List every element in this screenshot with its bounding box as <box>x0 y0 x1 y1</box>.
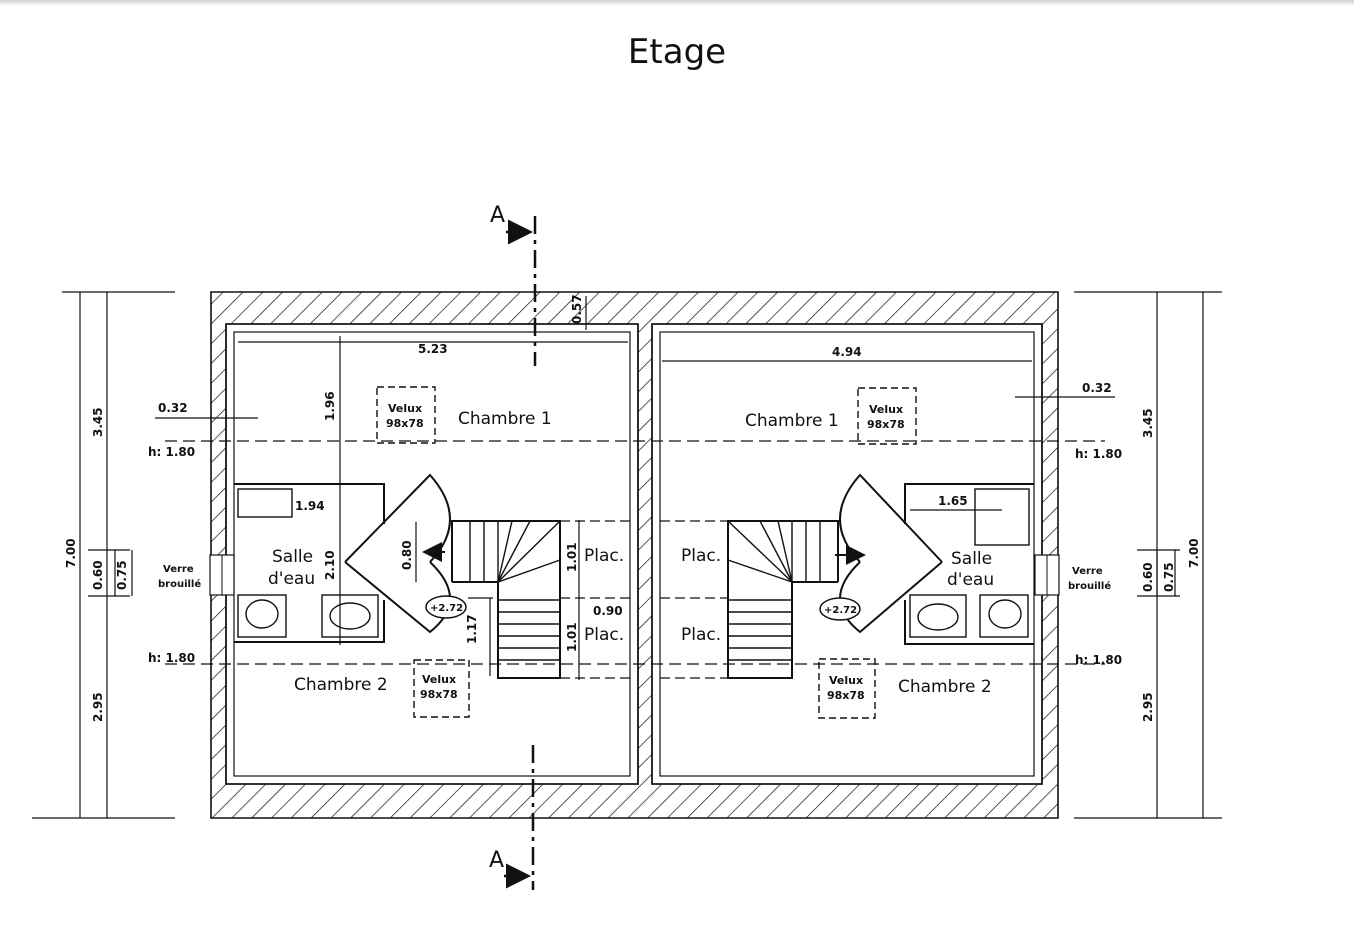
height-label-top-right: h: 1.80 <box>1075 447 1122 461</box>
right-window-label-1: Verre <box>1072 566 1103 577</box>
height-lines <box>165 440 1105 665</box>
dim-window-offset-right: 0.75 <box>1162 562 1176 592</box>
velux-label-3a: Velux <box>422 673 456 686</box>
left-window-label-1: Verre <box>163 564 194 575</box>
left-chambre2-label: Chambre 2 <box>294 675 388 695</box>
right-window-label-2: brouillé <box>1068 580 1111 592</box>
height-label-top-left: h: 1.80 <box>148 445 195 459</box>
velux-label-4a: Velux <box>829 674 863 687</box>
level-markers <box>425 595 861 621</box>
dim-left-width: 5.23 <box>418 342 448 356</box>
velux-label-3b: 98x78 <box>420 688 458 701</box>
dim-placard-upper: 1.01 <box>565 542 579 572</box>
dim-placard-width: 0.90 <box>593 604 623 618</box>
dim-right-width: 4.94 <box>832 345 862 359</box>
left-salle-label-2: d'eau <box>268 569 315 589</box>
window-labels: Verre brouillé Verre brouillé <box>158 564 1111 592</box>
dim-bath-depth: 2.10 <box>323 550 337 580</box>
right-placard-upper-label: Plac. <box>681 546 721 566</box>
velux-label-1a: Velux <box>388 402 422 415</box>
exterior-walls <box>210 291 1059 819</box>
height-label-bottom-left: h: 1.80 <box>148 651 195 665</box>
left-chambre1-label: Chambre 1 <box>458 409 552 429</box>
section-line <box>504 216 537 890</box>
dim-window-span-right: 0.60 <box>1141 562 1155 592</box>
dim-wall-offset-right: 0.32 <box>1082 381 1112 395</box>
dim-upper-right: 3.45 <box>1141 408 1155 438</box>
dim-wall-offset-left: 0.32 <box>158 401 188 415</box>
dim-placard-lower: 1.01 <box>565 622 579 652</box>
velux-label-4b: 98x78 <box>827 689 865 702</box>
room-labels: Chambre 1 Chambre 1 Chambre 2 Chambre 2 … <box>268 409 994 697</box>
left-placard-lower-label: Plac. <box>584 625 624 645</box>
dim-landing: 0.80 <box>400 540 414 570</box>
dim-upper-left: 3.45 <box>91 407 105 437</box>
height-labels: h: 1.80 h: 1.80 h: 1.80 h: 1.80 <box>148 445 1122 667</box>
velux-windows <box>376 386 917 719</box>
left-window-label-2: brouillé <box>158 578 201 590</box>
left-placard-upper-label: Plac. <box>584 546 624 566</box>
right-stair-level: +2.72 <box>824 605 857 616</box>
right-placard-lower-label: Plac. <box>681 625 721 645</box>
dim-left-bath-width: 1.94 <box>295 499 325 513</box>
dimension-labels: 7.00 3.45 2.95 0.60 0.75 0.32 0.57 5.23 … <box>64 294 1201 722</box>
placards <box>560 520 728 679</box>
plan-title: Etage <box>627 32 727 72</box>
dim-total-right: 7.00 <box>1187 538 1201 568</box>
dim-window-span-left: 0.60 <box>91 560 105 590</box>
right-dimension-lines <box>662 291 1222 819</box>
left-stair <box>422 520 561 679</box>
dim-lower-right: 2.95 <box>1141 692 1155 722</box>
top-edge-shadow <box>0 0 1354 6</box>
right-chambre2-label: Chambre 2 <box>898 677 992 697</box>
velux-label-1b: 98x78 <box>386 417 424 430</box>
velux-label-2a: Velux <box>869 403 903 416</box>
left-bathroom <box>234 483 385 643</box>
velux-labels: Velux 98x78 Velux 98x78 Velux 98x78 Velu… <box>386 402 905 702</box>
section-label-top: A <box>490 203 505 228</box>
right-salle-label-1: Salle <box>951 549 992 569</box>
right-bathroom <box>904 483 1034 645</box>
section-labels: A A <box>489 203 505 873</box>
right-chambre1-label: Chambre 1 <box>745 411 839 431</box>
left-stair-level: +2.72 <box>430 603 463 614</box>
dim-stair-depth: 1.17 <box>465 614 479 644</box>
stair-level-labels: +2.72 +2.72 <box>430 603 857 616</box>
dim-total-left: 7.00 <box>64 538 78 568</box>
dim-window-offset-left: 0.75 <box>115 560 129 590</box>
right-salle-label-2: d'eau <box>947 570 994 590</box>
section-label-bottom: A <box>489 848 504 873</box>
left-dimension-lines <box>32 291 628 819</box>
left-salle-label-1: Salle <box>272 547 313 567</box>
dim-party-wall: 0.57 <box>570 294 584 324</box>
velux-label-2b: 98x78 <box>867 418 905 431</box>
dim-lower-left: 2.95 <box>91 692 105 722</box>
height-label-bottom-right: h: 1.80 <box>1075 653 1122 667</box>
dim-upper-room-depth: 1.96 <box>323 391 337 421</box>
dim-right-bath-width: 1.65 <box>938 494 968 508</box>
side-windows <box>209 554 1060 596</box>
